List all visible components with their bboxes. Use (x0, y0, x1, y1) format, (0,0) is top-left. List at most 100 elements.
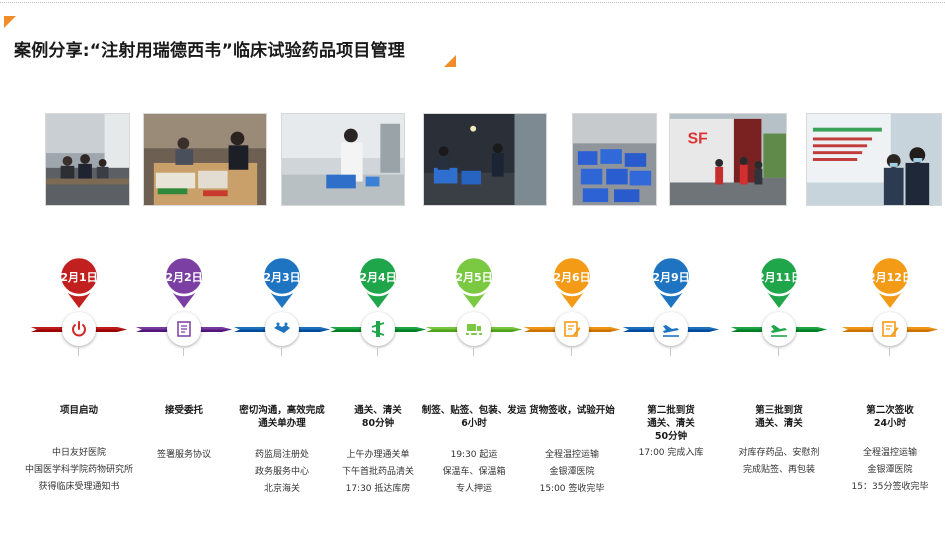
conveyor-icon (466, 324, 482, 336)
stage-heading-line: 第二次签收 (866, 405, 914, 416)
stage-heading: 通关、清关 80分钟 (323, 404, 433, 430)
stage-detail-line: 政务服务中心 (254, 467, 309, 477)
stage-heading-line: 第三批到货 (755, 405, 803, 416)
stage-details: 中日友好医院中国医学科学院药物研究所获得临床受理通知书 (17, 445, 141, 496)
stage-icon-circle (167, 312, 201, 346)
stage-detail-line: 获得临床受理通知书 (38, 482, 120, 492)
stage-details: 全程温控运输金银潭医院 15:00 签收完毕 (510, 447, 634, 498)
truck-unloading-photo: SF (669, 113, 787, 206)
stage-detail-line: 下午首批药品清关 (341, 467, 414, 477)
signing-photo (143, 113, 267, 206)
stage-detail-line: 全程温控运输 (862, 448, 917, 458)
stage-icon-circle (873, 312, 907, 346)
blue-cold-boxes-photo (572, 113, 657, 206)
stage-details: 19:30 起运保温车、保温箱专人押运 (412, 447, 536, 498)
stage-heading-line: 制签、贴签、包装、发运 (421, 405, 527, 416)
stage-heading-line: 通关、清关 (647, 418, 695, 429)
stage-detail-line: 签署服务协议 (156, 450, 211, 460)
document-icon (177, 321, 191, 337)
stage-heading-line: 密切沟通，高效完成 (239, 405, 325, 416)
stage-icon-circle (361, 312, 395, 346)
stage-detail-line: 金银潭医院 (549, 467, 595, 477)
stage-heading: 制签、贴签、包装、发运 6小时 (419, 404, 529, 430)
stage-tick (377, 348, 378, 356)
customs-icon (371, 321, 385, 337)
timeline-stage: 2月4日 (330, 256, 426, 356)
stage-detail-line: 北京海关 (263, 484, 300, 494)
stage-date: 2月1日 (60, 271, 98, 284)
handshake-icon (274, 322, 290, 333)
stage-icon-circle (62, 312, 96, 346)
stage-heading-line: 6小时 (461, 418, 487, 429)
stage-detail-line: 全程温控运输 (544, 450, 599, 460)
stage-heading: 密切沟通，高效完成通关单办理 (227, 404, 337, 430)
stage-date: 2月6日 (553, 271, 591, 284)
stage-icon-circle (555, 312, 589, 346)
stage-tick (670, 348, 671, 356)
night-loading-photo (423, 113, 547, 206)
stage-heading-line: 第二批到货 (647, 405, 695, 416)
stage-tick (778, 348, 779, 356)
stage-tick (78, 348, 79, 356)
stage-heading: 接受委托 (129, 404, 239, 417)
stage-details: 药监局注册处政务服务中心北京海关 (220, 447, 344, 498)
stage-icon-circle (654, 312, 688, 346)
timeline-stage: 2月9日 (623, 256, 719, 356)
stage-detail-line: 保温车、保温箱 (442, 467, 506, 477)
page-title: 案例分享:“注射用瑞德西韦”临床试验药品项目管理 (14, 41, 405, 61)
stage-detail-line: 17:00 完成入库 (638, 448, 704, 458)
stage-tick (571, 348, 572, 356)
stage-date: 2月11日 (757, 271, 802, 284)
stage-heading-line: 项目启动 (59, 405, 98, 416)
date-pin: 2月12日 (868, 256, 913, 308)
date-pin: 2月3日 (260, 256, 304, 308)
stage-date: 2月5日 (455, 271, 493, 284)
stage-heading-line: 通关、清关 (354, 405, 402, 416)
stage-detail-line: 金银潭医院 (867, 465, 913, 475)
meeting-room-photo (45, 113, 130, 206)
timeline-stage: 2月6日 (524, 256, 620, 356)
timeline-stage: 2月12日 (842, 256, 938, 356)
plane-landing-icon (663, 325, 679, 337)
stage-heading-line: 80分钟 (361, 418, 395, 429)
stage-details: 签署服务协议 (122, 447, 246, 464)
stage-date: 2月2日 (165, 271, 203, 284)
sign-icon (882, 321, 899, 337)
timeline-stage: 2月2日 (136, 256, 232, 356)
stage-detail-line: 15：35分签收完毕 (851, 482, 929, 492)
stage-heading: 第二批到货通关、清关 50分钟 (616, 404, 726, 443)
stage-date: 2月3日 (263, 271, 301, 284)
date-pin: 2月4日 (356, 256, 400, 308)
stage-tick (183, 348, 184, 356)
stage-date: 2月12日 (868, 271, 913, 284)
stage-icon-circle (762, 312, 796, 346)
stage-detail-line: 17:30 抵达库房 (345, 484, 411, 494)
stage-heading: 项目启动 (24, 404, 134, 417)
stage-heading-line: 通关、清关 (755, 418, 803, 429)
timeline-stage: 2月3日 (234, 256, 330, 356)
date-pin: 2月9日 (649, 256, 693, 308)
stage-details: 全程温控运输金银潭医院 15：35分签收完毕 (828, 445, 945, 496)
stage-heading-line: 通关单办理 (258, 418, 306, 429)
stage-detail-line: 对库存药品、安慰剂 (738, 448, 820, 458)
stage-detail-line: 19:30 起运 (450, 450, 498, 460)
stage-detail-line: 15:00 签收完毕 (539, 484, 605, 494)
stage-tick (889, 348, 890, 356)
stage-details: 17:00 完成入库 (609, 445, 733, 462)
timeline-stage: 2月1日 (31, 256, 127, 356)
date-pin: 2月2日 (162, 256, 206, 308)
stage-detail-line: 中国医学科学院药物研究所 (24, 465, 133, 475)
top-dotted-rule (0, 2, 945, 3)
stage-details: 上午办理通关单下午首批药品清关 17:30 抵达库房 (316, 447, 440, 498)
stage-icon-circle (457, 312, 491, 346)
launch-meeting-photo (806, 113, 942, 206)
stage-detail-line: 上午办理通关单 (346, 450, 410, 460)
stage-date: 2月9日 (652, 271, 690, 284)
power-icon (72, 321, 86, 337)
stage-heading-line: 接受委托 (164, 405, 203, 416)
title-corner-mark-end (444, 55, 456, 67)
stage-heading: 第三批到货通关、清关 (724, 404, 834, 430)
stage-detail-line: 专人押运 (455, 484, 492, 494)
stage-heading-line: 50分钟 (654, 431, 688, 442)
